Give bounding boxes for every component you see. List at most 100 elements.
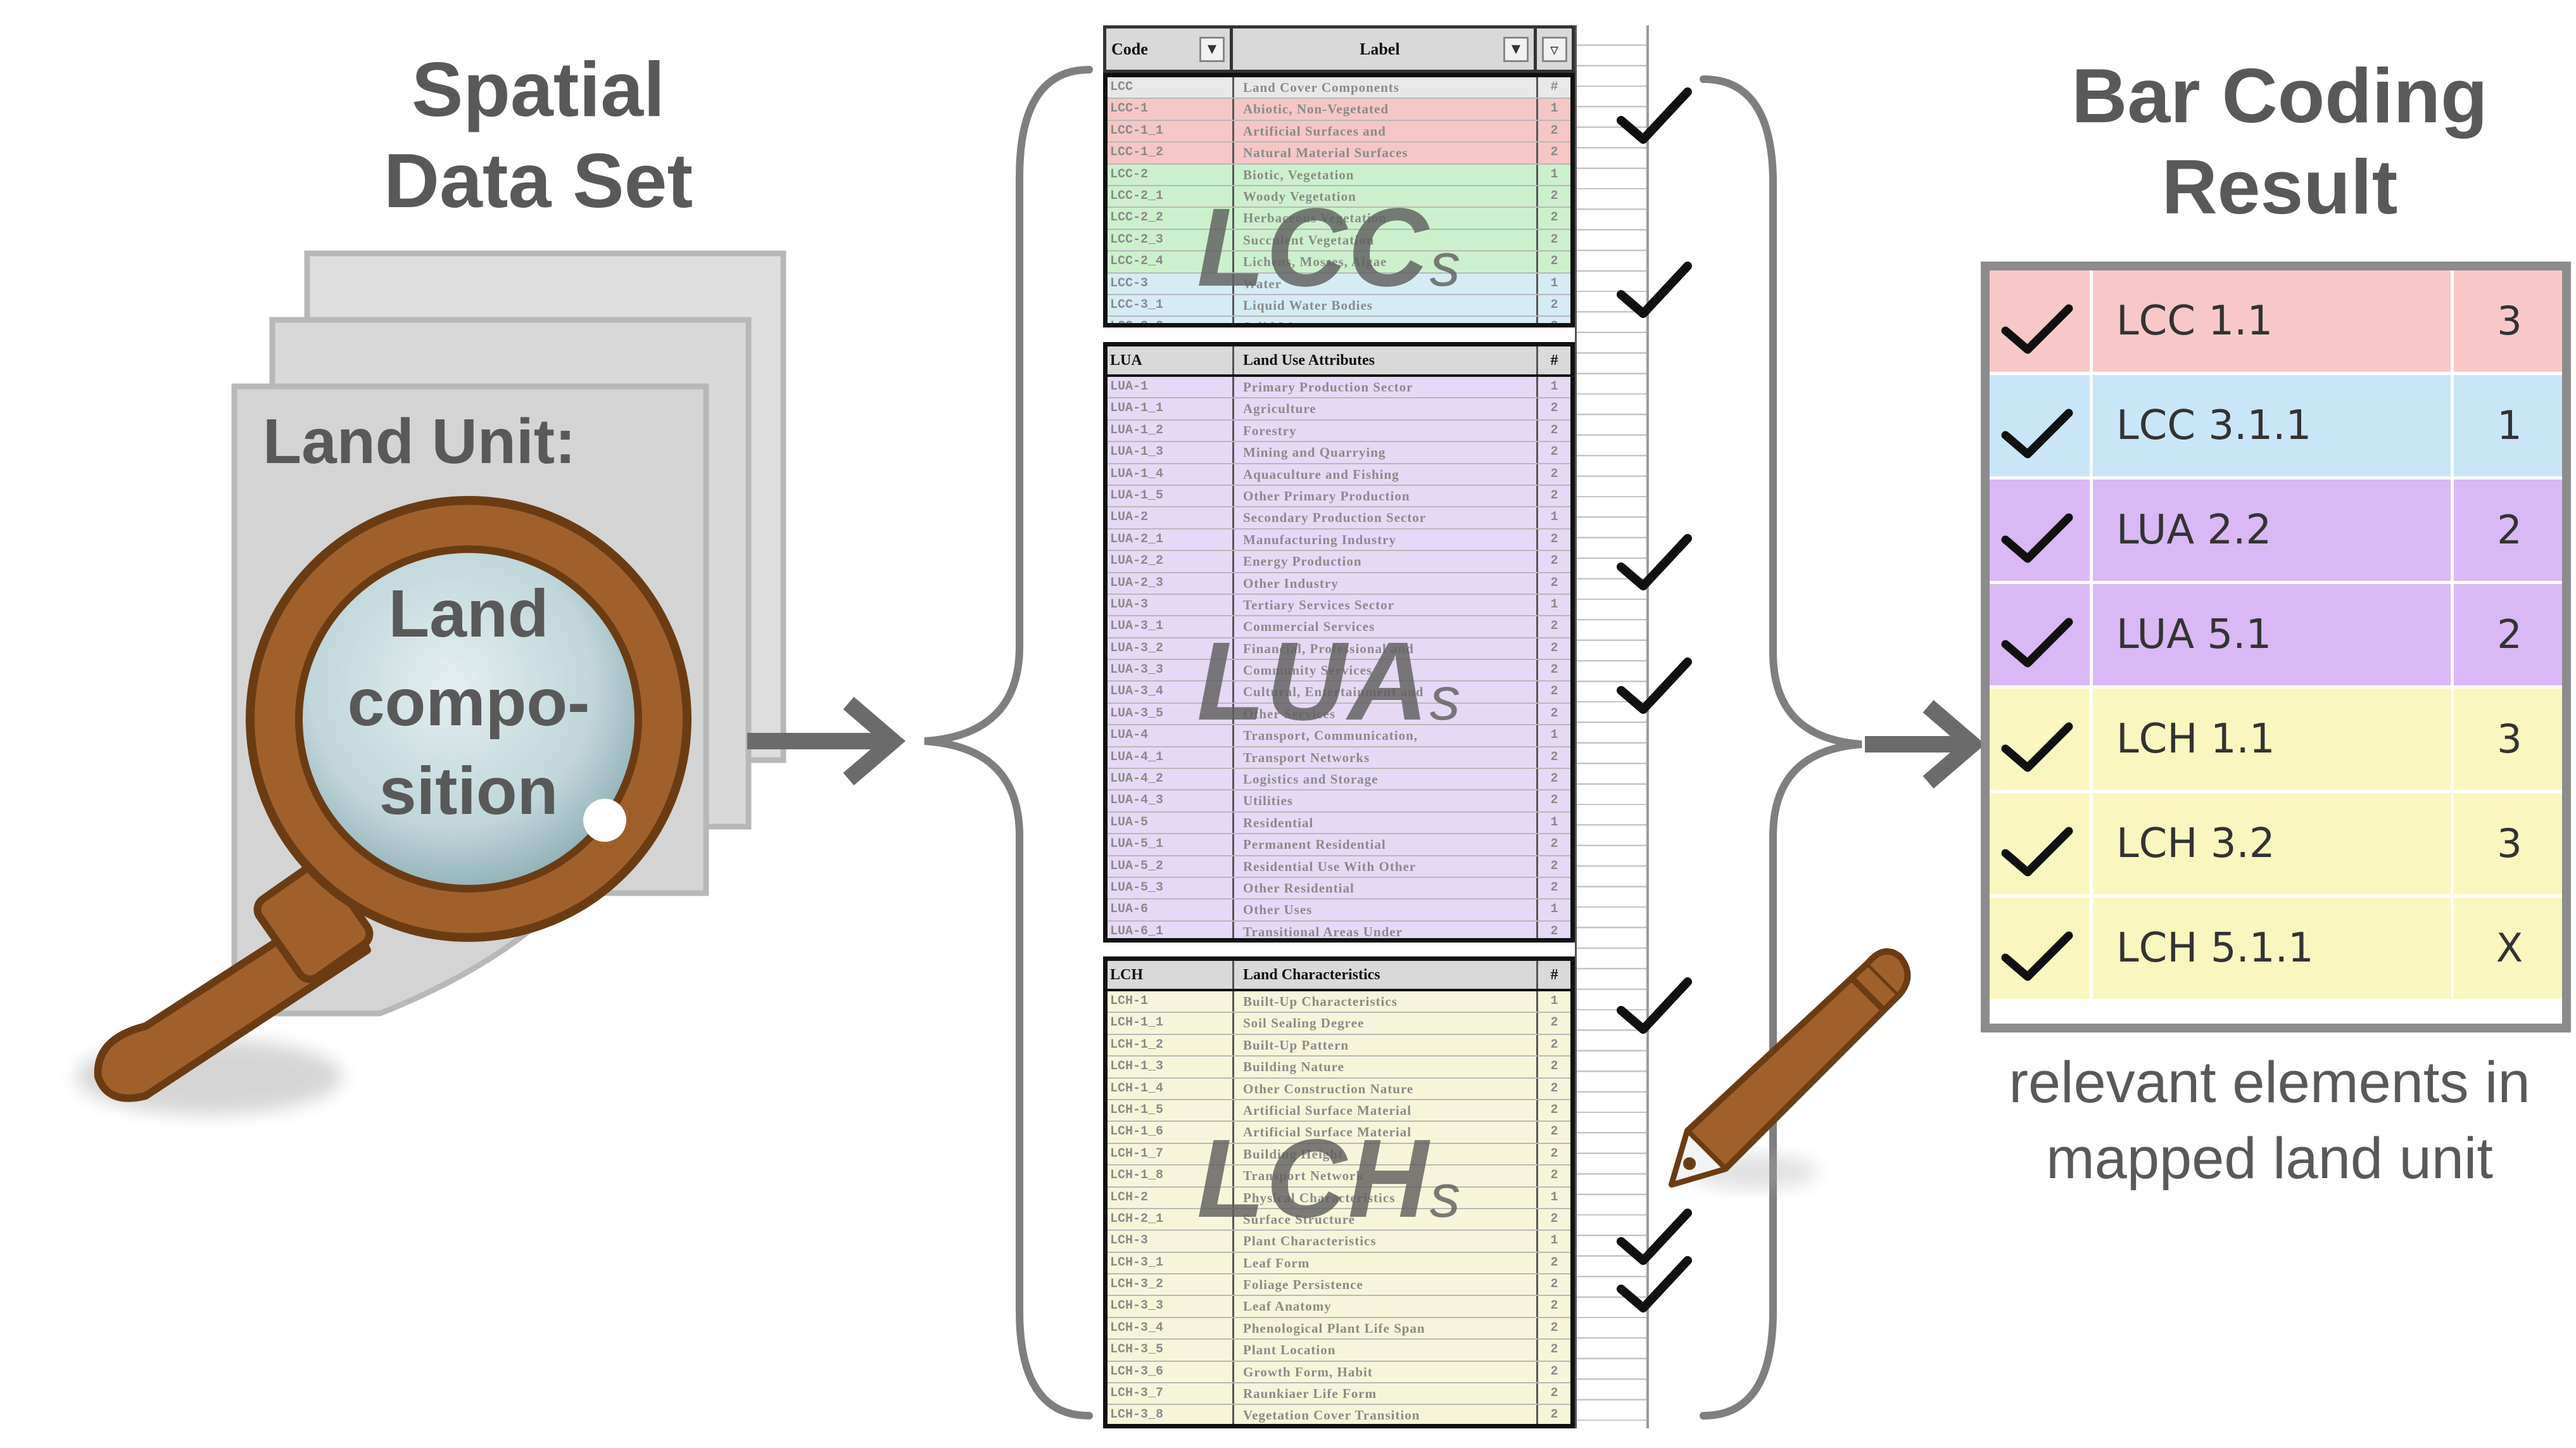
lua-cell-flag: 2 [1550,837,1558,852]
lch-cell-flag: 2 [1550,1299,1558,1314]
filter-icon[interactable]: ▿ [1541,36,1567,62]
lua-cell-flag: 2 [1550,445,1558,460]
result-count: X [2451,898,2565,999]
land-unit-label: Land Unit: [263,406,576,477]
lua-cell-label: Other Primary Production [1234,485,1538,507]
lcc-cell-code: LCC-2_1 [1108,186,1234,207]
lch-cell-code: LCH-1_2 [1108,1034,1234,1056]
flag-column-header[interactable]: ▿ [1537,29,1572,70]
lua-cell-label: Transitional Areas Under [1234,921,1538,938]
lcc-header-row: LCC Land Cover Components # [1108,77,1570,99]
lch-cell-flag: 2 [1550,1146,1558,1161]
lch-cell-code: LCH-1_5 [1108,1100,1234,1121]
lua-cell-code: LUA-4_3 [1108,791,1234,811]
lch-cell-code: LCH-3_4 [1108,1318,1234,1339]
lcc-cell-label: Succulent Vegetation [1234,229,1538,251]
lua-cell-code: LUA-5_1 [1108,834,1234,855]
lua-cell-code: LUA-2_1 [1108,529,1234,550]
result-caption: relevant elements in mapped land unit [1963,1045,2576,1197]
lcc-big-text: LCC [1197,186,1430,310]
lch-cell-flag: 1 [1550,994,1558,1008]
title-line-1: Spatial [411,46,665,132]
lch-cell-code: LCH-3_6 [1108,1361,1234,1383]
lens-line-1: Land [388,576,549,651]
lch-cell-code: LCH-3_1 [1108,1252,1234,1274]
lch-cell-code: LCH-3_7 [1108,1383,1234,1404]
chevron-down-icon[interactable]: ▼ [1503,36,1529,62]
lch-cell-label: Vegetation Cover Transition [1234,1405,1538,1424]
lua-cell-code: LUA-3_5 [1108,703,1234,725]
lch-header-row: LCH Land Characteristics # [1108,961,1570,991]
label-column-header[interactable]: Label ▼ [1233,29,1537,70]
lcc-big-label: LCCs [1197,184,1462,312]
lua-cell-label: Other Services [1234,703,1538,725]
lua-cell-label: Transport Networks [1234,747,1538,768]
lua-cell-code: LUA-2 [1108,507,1234,528]
lua-cell-flag: 1 [1550,728,1558,743]
title-line-2: Result [2161,143,2398,230]
lch-cell-code: LCH-1_3 [1108,1057,1234,1077]
lua-cell-code: LUA-5_2 [1108,856,1234,877]
sheet-column-header: Code ▼ Label ▼ ▿ [1103,25,1575,73]
lch-cell-code: LCH-2_1 [1108,1209,1234,1230]
chevron-down-icon[interactable]: ▼ [1199,36,1225,62]
lua-cell-flag: 2 [1550,684,1558,699]
lcc-cell-code: LCC-2_2 [1108,208,1234,229]
lua-header-code: LUA [1108,346,1234,374]
lua-cell-label: Residential Use With Other [1234,856,1538,877]
result-code: LCC 3.1.1 [2116,402,2312,449]
lch-cell-flag: 1 [1550,1233,1558,1248]
lua-cell-label: Agriculture [1234,398,1538,419]
lch-cell-code: LCH-2 [1108,1187,1234,1208]
lcc-header-flag: # [1550,80,1558,94]
lcc-cell-label: Liquid Water Bodies [1234,295,1538,316]
lch-big-text: LCH [1197,1117,1430,1241]
lcc-cell-flag: 2 [1550,188,1558,203]
lch-cell-code: LCH-1_4 [1108,1078,1234,1099]
lua-cell-label: Utilities [1234,791,1538,811]
check-icon [1617,87,1692,144]
lch-cell-code: LCH-3_3 [1108,1296,1234,1317]
lch-cell-flag: 2 [1550,1015,1558,1031]
lua-cell-flag: 1 [1550,379,1558,394]
lch-cell-label: Growth Form, Habit [1234,1361,1538,1383]
result-count: 3 [2451,793,2565,894]
lua-cell-flag: 2 [1550,488,1558,503]
lua-cell-label: Aquaculture and Fishing [1234,464,1538,485]
lch-cell-label: Artificial Surface Material [1234,1122,1538,1143]
lcc-cell-code: LCC-1_2 [1108,143,1234,163]
check-icon [1990,689,2093,790]
lua-cell-label: Other Uses [1234,899,1538,920]
lua-cell-label: Primary Production Sector [1234,377,1538,398]
result-count: 2 [2451,584,2565,685]
lua-cell-label: Tertiary Services Sector [1234,594,1538,616]
lua-cell-flag: 1 [1550,815,1558,830]
lch-cell-label: Soil Sealing Degree [1234,1013,1538,1034]
lcc-cell-flag: 2 [1550,297,1558,312]
code-column-header[interactable]: Code ▼ [1106,29,1233,70]
lua-cell-flag: 2 [1550,575,1558,590]
lua-cell-flag: 2 [1550,706,1558,721]
lua-cell-flag: 2 [1550,640,1558,656]
lcc-cell-code: LCC-2_4 [1108,251,1234,272]
arrow-to-result-icon [1865,700,1985,789]
